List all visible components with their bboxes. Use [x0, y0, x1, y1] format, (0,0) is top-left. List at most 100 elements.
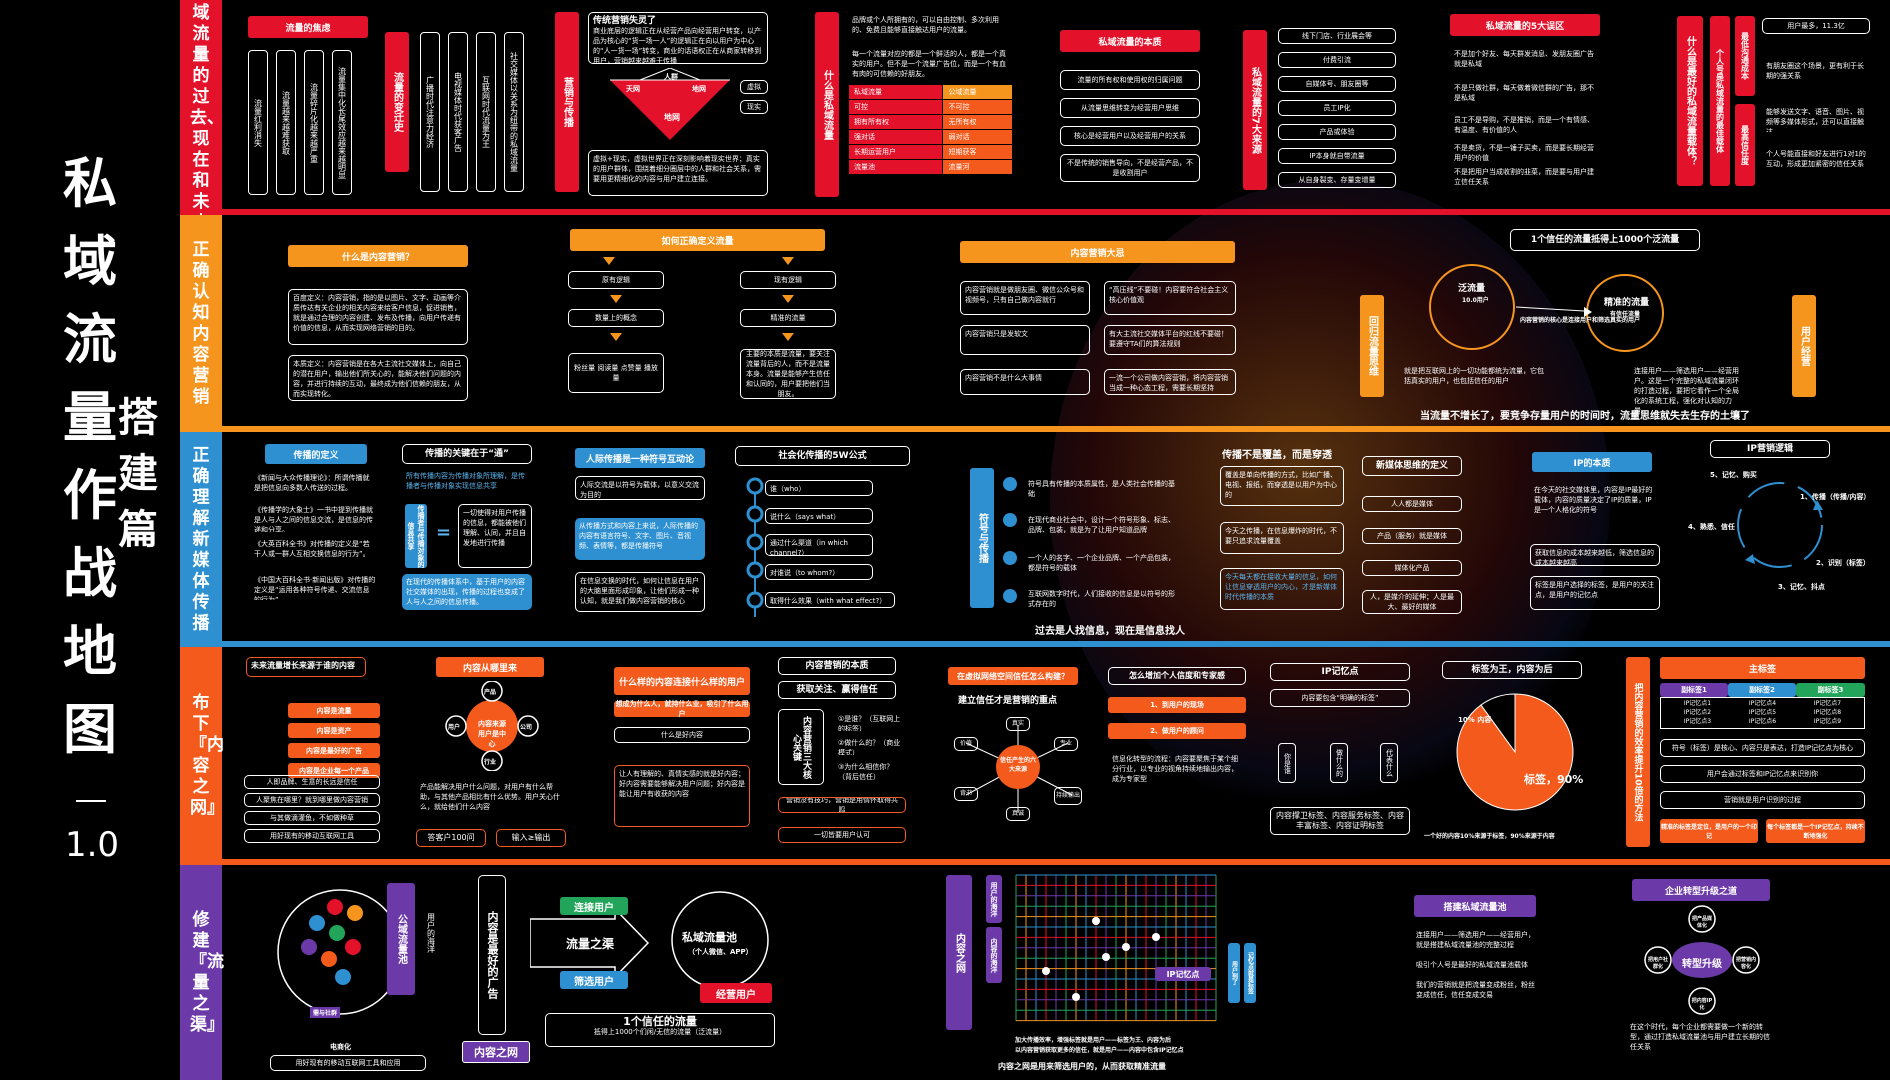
- future-title: 未来流量增长来源于谁的内容: [246, 657, 366, 677]
- upgrade-node: 把营销内容化: [1735, 957, 1756, 970]
- evolution-item: 电视媒体时代获客广告: [448, 32, 468, 192]
- grid-point: [1092, 917, 1100, 925]
- compare-cell: 可控: [847, 99, 944, 115]
- new-step: 主要的本质是流量，要关注流量背后的人，而不是流量本身。流量是能够产生信任和认同的…: [740, 349, 836, 399]
- essence-content-sub: 获取关注、赢得信任: [778, 681, 896, 699]
- area-item: 不是只做社群，每天做着微信群的广告，那不是私域: [1454, 84, 1594, 102]
- w5-item: 取得什么效果（with what effect?）: [765, 592, 895, 608]
- logic-step: 1、传播（传播/内容）: [1800, 493, 1871, 501]
- source-title: 内容从哪里来: [436, 657, 544, 677]
- grid-point: [1042, 967, 1050, 975]
- loop-note-3: 连接用户——筛选用户——经营用户。这是一个完整的私域流量闭环的打造过程，要把它看…: [1634, 367, 1739, 413]
- grid-point: [1122, 943, 1130, 951]
- row-content-net: 布下『内容之网』 未来流量增长来源于谁的内容 内容是流量 内容是资产 内容是最好…: [180, 647, 1890, 865]
- evolution-title: 流量的变迁史: [385, 32, 409, 172]
- future-item: 内容是最好的广告: [288, 743, 380, 758]
- main-tag: 主标签: [1660, 657, 1865, 679]
- trust-box-sub: 抵得上1000个们闲/无信的流量（泛流量）: [593, 1028, 727, 1036]
- compare-cell: 流量河: [942, 159, 1013, 175]
- symbol-item: 互联网数字时代，人们接收的信息是以符号的形式存在的: [1028, 590, 1175, 608]
- best-box: 有朋友圈这个场景，更有利于长期的强关系: [1766, 62, 1864, 80]
- future-note: 人聚焦在哪里？就到哪里做内容营销: [244, 793, 380, 807]
- person-text: 从传播方式和内容上来说，人际传播的内容有语言符号、文字、图片、音视频、表情等，都…: [575, 518, 705, 560]
- operate-user: 经营用户: [700, 983, 772, 1003]
- old-logic: 原有逻辑: [568, 271, 664, 289]
- key-note: 在现代的传播体系中，基于用户的内容社交媒体的出现，传播的过程也变成了人与人之间的…: [402, 574, 532, 610]
- memo-cell: IP记忆点2: [1683, 709, 1712, 716]
- tag-left: 精准的标签是定位，是用户的一个印记: [1660, 819, 1758, 843]
- key-text: 所有传播内容为传播对象所理解，是传播者与传播对象实现信息共享: [406, 472, 525, 490]
- trust-title: 1个信任的流量抵得上1000个泛流量: [1510, 229, 1700, 251]
- row-band-2: [222, 426, 1890, 432]
- new-media-title: 新媒体思维的定义: [1362, 456, 1462, 476]
- source-node: 用户: [448, 724, 461, 731]
- best-item: 个人号是私域流量的最佳载体: [1710, 16, 1730, 186]
- arrow-down-icon: [610, 333, 622, 341]
- content-marketing-title: 什么是内容营销？: [288, 245, 468, 267]
- trust-box: 1个信任的流量 抵得上1000个们闲/无信的流量（泛流量）: [545, 1013, 775, 1047]
- ip-point-item: 代表什么: [1380, 743, 1398, 783]
- compare-cell: 流量池: [847, 159, 944, 175]
- key-right: 一切使得对用户传播的信息，都能被他们理解、认同，并且自发地进行传播: [458, 504, 532, 568]
- taboo-item: 内容营销就是做朋友圈、微信公众号和视频号，只有自己做内容就行: [960, 281, 1090, 315]
- arrow-down-icon: [782, 257, 794, 265]
- memo-cell: IP记忆点8: [1813, 709, 1842, 716]
- pool-sub: （个人微信、APP）: [688, 948, 753, 956]
- pie-slice: [1456, 693, 1574, 811]
- link-title: 什么样的内容连接什么样的用户: [614, 667, 750, 695]
- essence-label: 内容营销三大核心关键: [778, 709, 824, 785]
- grid-point: [1102, 953, 1110, 961]
- pie-label-tag: 标签，90%: [1524, 773, 1584, 786]
- map-version: 1.0: [64, 825, 120, 865]
- bottom-caption: 当流量不增长了，要竞争存量用户的时间时，流量思维就失去生存的土壤了: [1420, 411, 1750, 422]
- tri-bottom: 地网: [664, 113, 680, 122]
- arrow-down-icon: [782, 295, 794, 303]
- upgrade-text: 在这个时代，每个企业都需要做一个新的转型，通过打造私域流量池与用户建立长期的信任…: [1630, 1023, 1770, 1051]
- def-text: 《新闻与大众传播理论》：所谓传播就是把信息向多数人传送的过程。: [254, 474, 370, 492]
- memo-cell: IP记忆点3: [1683, 718, 1712, 725]
- operate-label: 用户经营: [1792, 295, 1816, 397]
- w5-item: 说什么（says what）: [765, 508, 873, 524]
- public-pool-diagram: [277, 889, 395, 1015]
- tri-left: 天网: [626, 85, 640, 93]
- essence-key: ①是谁？（互联网上的标签）: [838, 715, 901, 731]
- tag-row: 用户会通过标签和IP记忆点来识别你: [1660, 765, 1865, 783]
- essence-item: 核心是经营用户以及经营用户的关系: [1060, 126, 1200, 146]
- essence-bottom: 营销没有技巧，营销是用情怀取得共鸣: [778, 797, 906, 813]
- areas-title: 私域流量的5大误区: [1450, 14, 1600, 36]
- essence-bottom-2: 一切皆要用户认可: [778, 827, 906, 843]
- person-text: 在信息交换的时代，如何让信息在用户的大脑里面形成印象，让他们形成一种认知，就是我…: [575, 572, 705, 612]
- w5-item: 谁（who）: [765, 480, 873, 496]
- penetrate-text: 今天每天都在接收大量的信息，如何让信息穿透用户的内心，才是新媒体时代传播的本质: [1220, 568, 1344, 610]
- focus-item: 流量越来越难获取: [276, 50, 296, 195]
- essence-key: ②做什么的？（商业模式）: [838, 739, 901, 755]
- ad-label: 内容是最好的广告: [478, 875, 506, 1035]
- arrow-down-icon: [610, 295, 622, 303]
- ip-point-sub: 内容要包含“明确的标签”: [1270, 689, 1410, 707]
- source-item: 付费引流: [1278, 52, 1396, 68]
- compare-cell: 强对话: [847, 129, 944, 145]
- kol-item: 2、做用户的顾问: [1108, 723, 1246, 739]
- memo-cell: IP记忆点6: [1748, 718, 1777, 725]
- equal-icon: =: [436, 522, 452, 543]
- future-item: 内容是资产: [288, 723, 380, 738]
- build-text: 连接用户——筛选用户——经营用户，就是搭建私域流量池的完整过程: [1416, 931, 1535, 949]
- row-label-5: 修建『流量之渠』: [180, 865, 224, 1080]
- future-note: 人即品牌、生意的长远是信任: [244, 775, 380, 789]
- build-text: 我们的营销就是把流量变成粉丝，粉丝变成信任，信任变成交易: [1416, 981, 1535, 999]
- focus-item: 流量红利消失: [248, 50, 268, 195]
- grid-ip-label: IP记忆点: [1155, 967, 1211, 981]
- evolution-item: 广播时代注意力经济: [420, 32, 440, 192]
- area-item: 不是卖货，不是一锤子买卖，而是要长期经营用户的价值: [1454, 144, 1594, 162]
- fan-traffic: 泛流量: [1458, 284, 1486, 294]
- kol-item: 1、到用户的现场: [1108, 697, 1246, 713]
- define-traffic-title: 如何正确定义流量: [570, 229, 825, 251]
- loop-label: 回归流量思维: [1360, 295, 1384, 397]
- public-caption: 用好现有的移动互联网工具和应用: [270, 1055, 426, 1071]
- future-note: 用好现有的移动互联网工具: [244, 829, 380, 843]
- loop-note-2: 就是把互联网上的一切功能都统为流量，它包括真实的用户，也包括信任的用户: [1404, 367, 1544, 385]
- trust-question: 在虚拟网络空间信任怎么构建？: [948, 667, 1078, 685]
- ip-point-item: 你是谁: [1278, 743, 1296, 783]
- trust-center: 信任产生的六大来源: [999, 757, 1036, 773]
